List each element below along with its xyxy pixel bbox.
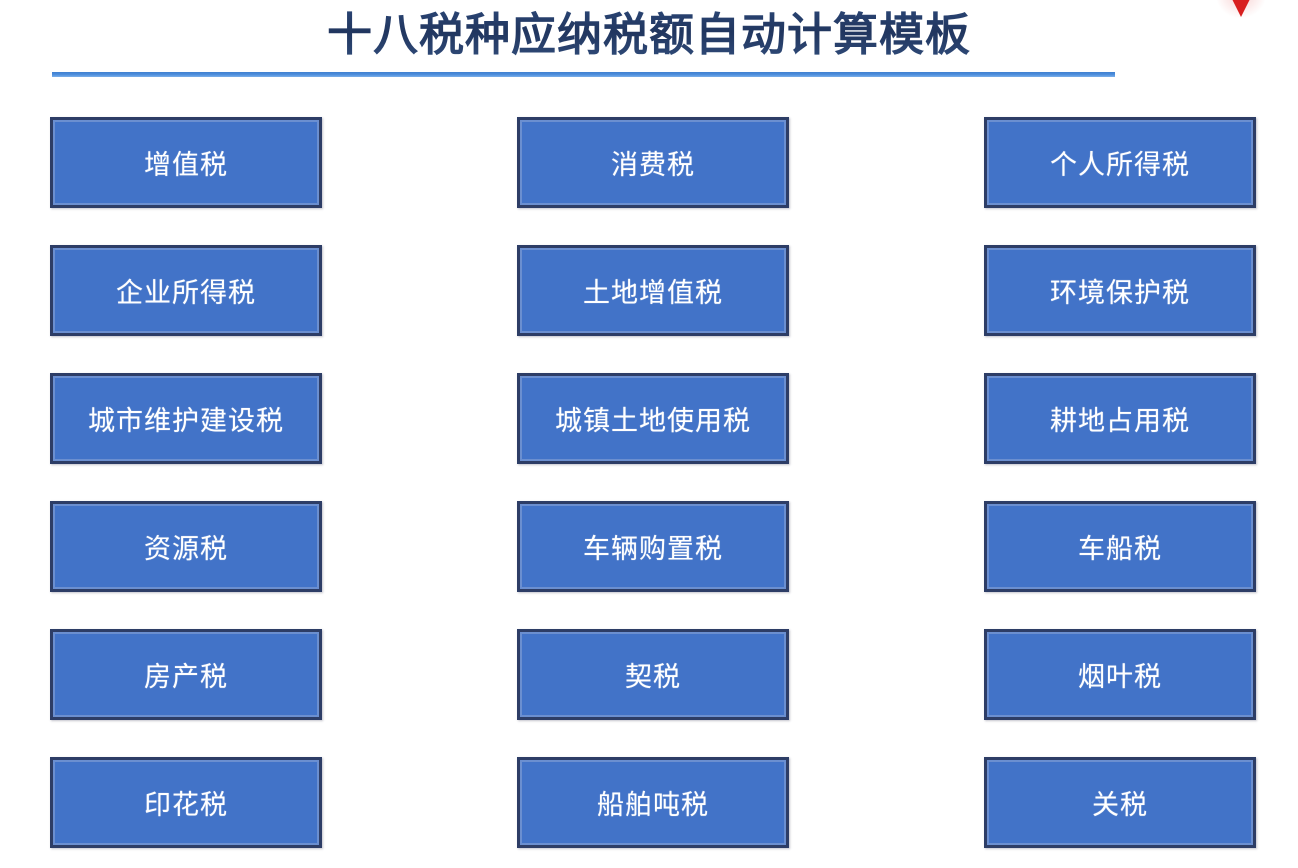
tax-box-label: 烟叶税: [1078, 662, 1162, 693]
tax-box-label: 资源税: [144, 534, 228, 565]
tax-box-label: 土地增值税: [583, 278, 723, 309]
title-block: 十八税种应纳税额自动计算模板: [0, 0, 1298, 80]
tax-box-tudizengzhishui[interactable]: 土地增值税: [517, 245, 789, 336]
tax-box-label: 环境保护税: [1050, 278, 1190, 309]
tax-box-label: 个人所得税: [1050, 150, 1190, 181]
tax-box-label: 关税: [1092, 790, 1148, 821]
tax-box-guanshui[interactable]: 关税: [984, 757, 1256, 848]
tax-box-qiyesuodeshui[interactable]: 企业所得税: [50, 245, 322, 336]
tax-box-chengzhentudishiyong[interactable]: 城镇土地使用税: [517, 373, 789, 464]
tax-box-label: 城市维护建设税: [88, 406, 284, 437]
tax-box-xiaofeishui[interactable]: 消费税: [517, 117, 789, 208]
title-underline-rule: [52, 72, 1115, 77]
tax-box-chuanbodunshui[interactable]: 船舶吨税: [517, 757, 789, 848]
tax-box-qishui[interactable]: 契税: [517, 629, 789, 720]
tax-box-chengshiweihujianshe[interactable]: 城市维护建设税: [50, 373, 322, 464]
tax-box-huanjingbaohushui[interactable]: 环境保护税: [984, 245, 1256, 336]
tax-box-label: 车辆购置税: [583, 534, 723, 565]
tax-box-label: 房产税: [144, 662, 228, 693]
tax-box-label: 增值税: [144, 150, 228, 181]
page-title: 十八税种应纳税额自动计算模板: [0, 4, 1298, 66]
tax-box-chelianggouzhishui[interactable]: 车辆购置税: [517, 501, 789, 592]
tax-box-label: 企业所得税: [116, 278, 256, 309]
tax-box-fangchanshui[interactable]: 房产税: [50, 629, 322, 720]
tax-box-label: 船舶吨税: [597, 790, 709, 821]
tax-box-label: 耕地占用税: [1050, 406, 1190, 437]
tax-box-label: 车船税: [1078, 534, 1162, 565]
tax-box-yinhuashui[interactable]: 印花税: [50, 757, 322, 848]
tax-box-ziyuanshui[interactable]: 资源税: [50, 501, 322, 592]
tax-box-gerensuodeshui[interactable]: 个人所得税: [984, 117, 1256, 208]
tax-box-chechuanshui[interactable]: 车船税: [984, 501, 1256, 592]
tax-box-zengzhishui[interactable]: 增值税: [50, 117, 322, 208]
tax-box-label: 印花税: [144, 790, 228, 821]
tax-box-label: 城镇土地使用税: [555, 406, 751, 437]
tax-box-label: 消费税: [611, 150, 695, 181]
tax-box-gengdizhanyongshui[interactable]: 耕地占用税: [984, 373, 1256, 464]
tax-box-label: 契税: [625, 662, 681, 693]
tax-box-yanyeshui[interactable]: 烟叶税: [984, 629, 1256, 720]
tax-type-grid: 增值税 消费税 个人所得税 企业所得税 土地增值税 环境保护税 城市维护建设税 …: [50, 117, 1256, 855]
